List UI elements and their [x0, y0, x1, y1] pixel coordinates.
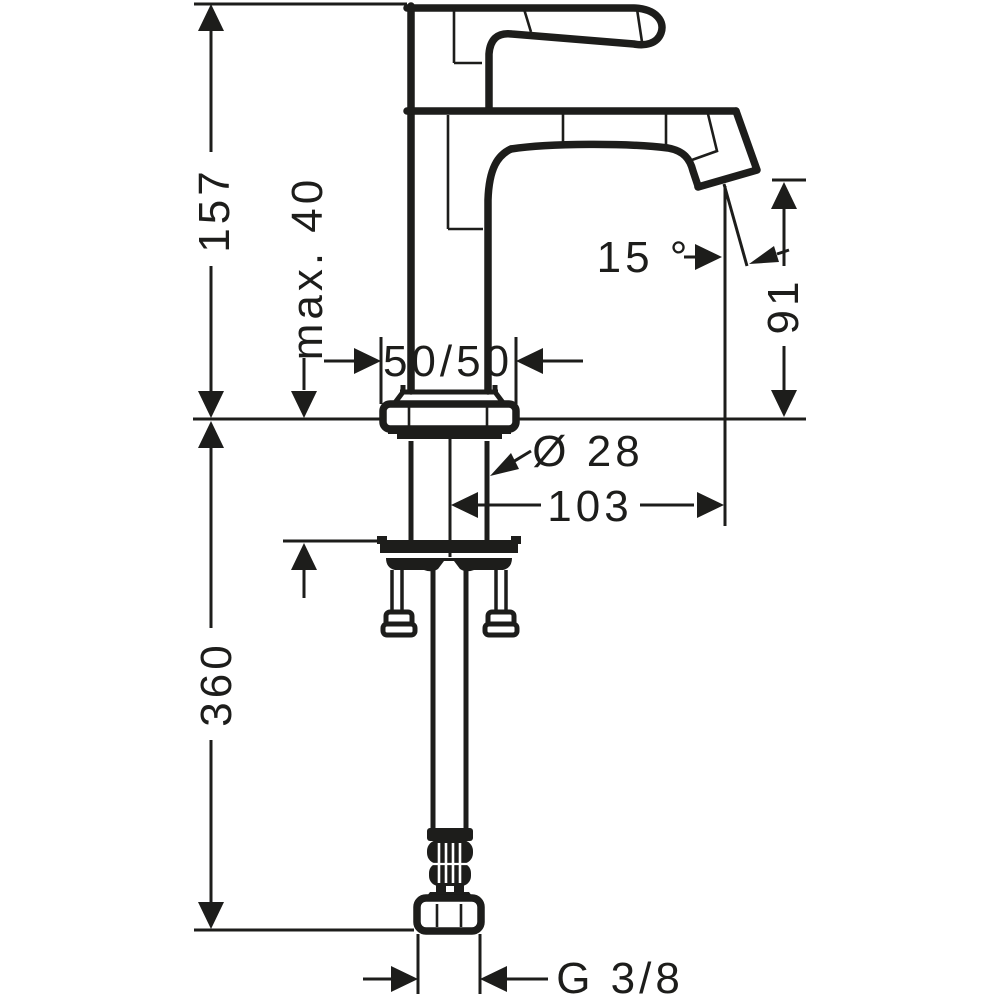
arrow-right: [391, 966, 418, 992]
hose-knurl-1: [427, 840, 473, 864]
dim-103-label: 103: [547, 482, 632, 531]
arrow-down: [291, 391, 317, 418]
dim-max40-label: max. 40: [283, 176, 332, 361]
escutcheon: [379, 400, 520, 433]
hose-collar: [427, 828, 473, 841]
clamp-wedges: [386, 558, 512, 572]
dim-91-label: 91: [759, 278, 808, 335]
supply-pipe-walls: [430, 558, 469, 830]
arrow-right: [697, 492, 724, 518]
dim-spout-angle: 15 °: [597, 183, 790, 282]
dim-shaft-diameter: Ø 28: [490, 427, 643, 476]
clamp-ear-right: [511, 536, 521, 544]
arrow-left: [516, 348, 543, 374]
rod-nut-left-flange: [380, 621, 418, 638]
connection-nut-facets: [435, 904, 463, 927]
extension-lines: [379, 337, 518, 404]
arrow-up: [771, 182, 797, 209]
dim-height-above-deck: 157: [190, 4, 239, 418]
lever-top-facet-line: [522, 8, 533, 33]
spout-underside: [507, 140, 702, 190]
threaded-rods: [390, 570, 508, 612]
arrow-slanted: [749, 246, 779, 264]
hose-neck-right: [454, 884, 464, 898]
arrow-up: [198, 4, 224, 31]
hose-knurl-2: [429, 863, 471, 886]
angle-line: [722, 183, 749, 267]
spout-outlet: [694, 107, 761, 191]
dim-g38-label: G 3/8: [556, 954, 684, 1000]
body-right-edge: [484, 145, 515, 395]
dim-dia28-label: Ø 28: [532, 427, 643, 476]
dim-spout-reach: 103: [451, 482, 724, 531]
aerator-face-lines: [688, 113, 719, 163]
rod-nut-right-flange: [482, 621, 520, 638]
extension-lines: [416, 934, 482, 994]
connection-nut: [413, 894, 485, 935]
dim-5050-label: 50/50: [383, 337, 513, 386]
base-plinth: [392, 385, 506, 406]
dim-length-below-deck: 360: [192, 421, 241, 929]
body-cartridge-line: [446, 115, 483, 231]
reference-lines: [193, 2, 806, 932]
handle-cartridge-line: [452, 8, 482, 65]
arrow-right: [354, 348, 381, 374]
arrow-up: [198, 421, 224, 448]
faucet-outline: [379, 2, 761, 433]
leader-arrow: [490, 453, 519, 476]
arrow-down: [198, 391, 224, 418]
faucet-details: [407, 8, 719, 427]
dim-max-deck-thickness: max. 40: [283, 176, 381, 598]
arrow-left: [451, 492, 478, 518]
dim-15deg-label: 15 °: [597, 233, 692, 282]
dim-outlet-height: 91: [759, 178, 808, 417]
escutcheon-inner-lines: [407, 406, 489, 427]
arrow-left: [480, 966, 507, 992]
arrow-right: [695, 244, 722, 270]
handle-lever: [403, 4, 666, 112]
arrow-up: [291, 543, 317, 570]
dim-base-footprint: 50/50: [324, 337, 583, 404]
shaft-walls: [408, 441, 490, 540]
arrow-down: [198, 902, 224, 929]
hose-neck-left: [436, 884, 446, 898]
dim-connection-thread: G 3/8: [363, 934, 684, 1000]
dim-157-label: 157: [190, 167, 239, 252]
arrow-down: [771, 390, 797, 417]
clamp-ear-left: [377, 536, 387, 544]
lever-end-facet-line: [635, 8, 644, 43]
dim-360-label: 360: [192, 641, 241, 726]
